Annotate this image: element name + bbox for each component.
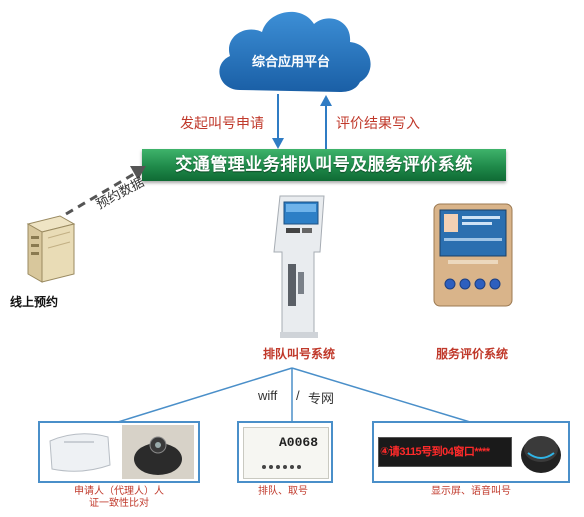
id-verification-caption-2: 证一致性比对 — [89, 498, 149, 509]
ticket-stars-icon — [262, 465, 301, 469]
reservation-arrow — [65, 166, 146, 216]
result-label: 评价结果写入 — [336, 115, 420, 131]
id-verification-caption-1: 申请人（代理人）人 — [74, 486, 164, 497]
led-display-text: ④请3115号到04窗口**** — [380, 446, 490, 458]
system-title: 交通管理业务排队叫号及服务评价系统 — [175, 155, 473, 174]
card-reader-image — [49, 433, 111, 472]
id-verification-panel — [38, 421, 200, 483]
ticket-paper — [243, 427, 329, 479]
cloud-label: 综合应用平台 — [251, 54, 330, 69]
queue-kiosk-image — [273, 195, 325, 338]
private-network-label: 专网 — [308, 391, 335, 406]
speaker-icon — [521, 436, 561, 473]
display-panel: ④请3115号到04窗口**** — [372, 421, 570, 483]
server-icon — [26, 215, 76, 283]
ticket-caption: 排队、取号 — [258, 486, 308, 497]
camera-image — [122, 425, 194, 479]
evaluation-system-label: 服务评价系统 — [436, 347, 509, 361]
wifi-label: wiff — [258, 388, 278, 403]
ticket-panel: A0068 — [237, 421, 333, 483]
led-display — [378, 437, 512, 467]
request-label: 发起叫号申请 — [180, 115, 264, 131]
ticket-number: A0068 — [279, 435, 319, 450]
result-arrow — [320, 95, 332, 150]
queue-system-label: 排队叫号系统 — [263, 347, 336, 361]
display-caption: 显示屏、语音叫号 — [431, 486, 511, 497]
evaluation-device-image — [433, 203, 513, 307]
network-separator: / — [296, 388, 300, 403]
request-arrow — [272, 94, 284, 149]
cloud-shape — [219, 11, 371, 92]
system-banner: 交通管理业务排队叫号及服务评价系统 — [142, 149, 506, 181]
online-booking-label: 线上预约 — [10, 295, 59, 309]
